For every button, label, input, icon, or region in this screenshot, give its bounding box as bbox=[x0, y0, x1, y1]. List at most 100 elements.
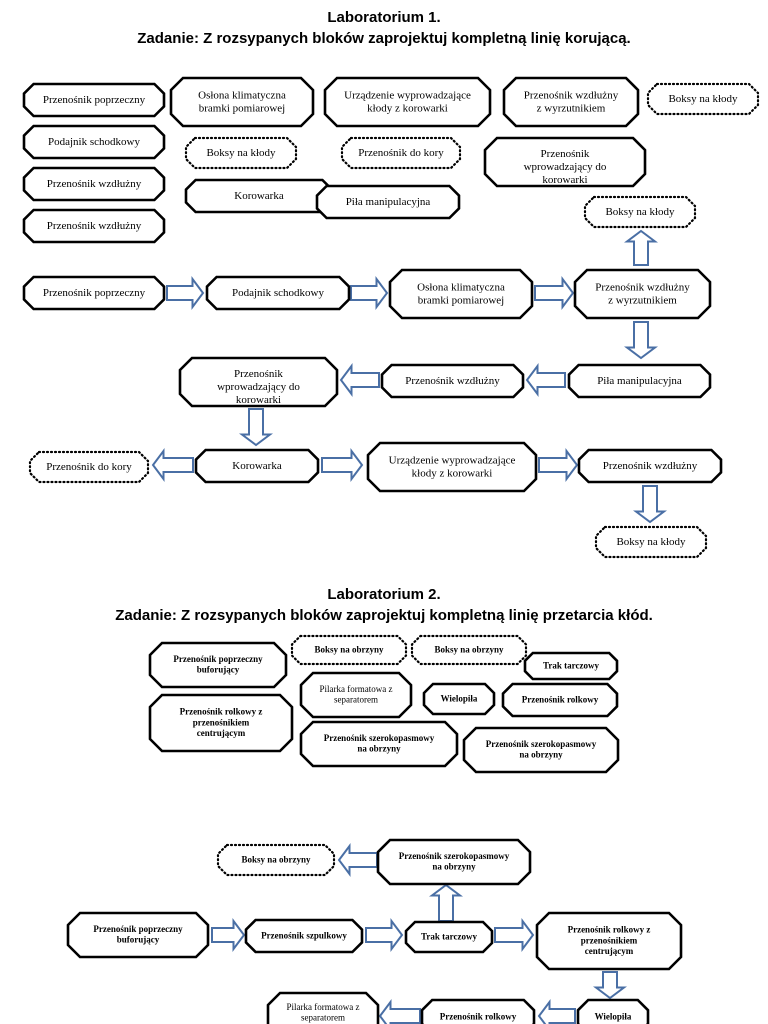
lab1-scattered-block[interactable]: Piła manipulacyjna bbox=[315, 184, 461, 220]
block-outline bbox=[66, 911, 210, 959]
flow-arrow-l bbox=[378, 999, 421, 1024]
block-label: Boksy na obrzyny bbox=[434, 644, 504, 654]
block-outline bbox=[184, 136, 298, 170]
lab1-scattered-block[interactable]: Boksy na kłody bbox=[583, 195, 697, 229]
block-outline bbox=[299, 671, 413, 719]
lab1-scattered-block[interactable]: Podajnik schodkowy bbox=[22, 124, 166, 160]
lab1-solution-block[interactable]: Piła manipulacyjna bbox=[567, 363, 712, 399]
block-outline bbox=[148, 641, 288, 689]
block-outline bbox=[376, 838, 532, 886]
block-outline bbox=[194, 448, 320, 484]
block-outline bbox=[323, 76, 492, 128]
block-outline bbox=[573, 268, 712, 320]
block-outline bbox=[366, 441, 538, 493]
block-outline bbox=[404, 920, 494, 954]
block-outline bbox=[205, 275, 351, 311]
flow-arrow-d bbox=[633, 485, 667, 524]
lab1-solution-block[interactable]: Przenośnik wzdłużny bbox=[380, 363, 525, 399]
block-outline bbox=[535, 911, 683, 971]
lab2-solution-block[interactable]: Przenośnik rolkowy bbox=[420, 998, 536, 1024]
block-outline bbox=[583, 195, 697, 229]
lab2-title: Laboratorium 2. bbox=[327, 586, 441, 603]
block-label: Korowarka bbox=[232, 460, 282, 472]
block-label: Przenośnik rolkowy bbox=[440, 1011, 517, 1021]
block-label: Piła manipulacyjna bbox=[597, 375, 682, 387]
lab1-solution-block[interactable]: Boksy na kłody bbox=[594, 525, 708, 559]
block-outline bbox=[22, 275, 166, 311]
block-label: Trak tarczowy bbox=[421, 931, 477, 941]
flow-arrow-l bbox=[537, 999, 576, 1024]
flow-arrow-r bbox=[350, 276, 389, 310]
lab1-scattered-block[interactable]: Korowarka bbox=[184, 178, 334, 214]
block-outline bbox=[422, 682, 496, 716]
lab2-scattered-block[interactable]: Przenośnik rolkowy bbox=[501, 682, 619, 718]
block-outline bbox=[148, 693, 294, 753]
lab1-scattered-block[interactable]: Przenośnik wzdłużny bbox=[22, 166, 166, 202]
lab2-solution-block[interactable]: Trak tarczowy bbox=[404, 920, 494, 954]
lab1-solution-block[interactable]: Przenośnik poprzeczny bbox=[22, 275, 166, 311]
lab1-scattered-block[interactable]: Przenośnik do kory bbox=[340, 136, 462, 170]
lab2-solution-block[interactable]: Boksy na obrzyny bbox=[216, 843, 336, 877]
lab1-scattered-block[interactable]: Przenośnik poprzeczny bbox=[22, 82, 166, 118]
lab1-scattered-block[interactable]: Boksy na kłody bbox=[184, 136, 298, 170]
block-outline bbox=[567, 363, 712, 399]
lab1-solution-block[interactable]: Przenośnik do kory bbox=[28, 450, 150, 484]
flow-arrow-d bbox=[624, 321, 658, 360]
block-outline bbox=[380, 363, 525, 399]
block-label: Przenośnik szpulkowy bbox=[261, 930, 347, 940]
lab1-solution-block[interactable]: Przenośnik wzdłużny bbox=[577, 448, 723, 484]
block-outline bbox=[501, 682, 619, 718]
lab1-solution-block[interactable]: Korowarka bbox=[194, 448, 320, 484]
lab2-solution-block[interactable]: Przenośnik szpulkowy bbox=[244, 918, 364, 954]
lab1-scattered-block[interactable]: Przenośnik wzdłużny bbox=[22, 208, 166, 244]
block-label: Podajnik schodkowy bbox=[48, 136, 140, 148]
block-label: Przenośnik rolkowy bbox=[522, 694, 599, 704]
lab2-solution-block[interactable]: Wielopiła bbox=[576, 998, 650, 1024]
block-label: Przenośnik poprzeczny bbox=[43, 287, 146, 299]
lab2-scattered-block[interactable]: Boksy na obrzyny bbox=[290, 634, 408, 666]
lab1-solution-block[interactable]: Podajnik schodkowy bbox=[205, 275, 351, 311]
flow-arrow-l bbox=[339, 363, 380, 397]
block-label: Przenośnik do kory bbox=[358, 147, 444, 159]
lab2-scattered-block[interactable]: Trak tarczowy bbox=[523, 651, 619, 681]
lab2-scattered-block[interactable]: Boksy na obrzyny bbox=[410, 634, 528, 666]
block-label: Boksy na kłody bbox=[605, 206, 675, 218]
block-label: Przenośnik poprzeczny bbox=[43, 94, 146, 106]
block-outline bbox=[299, 720, 459, 768]
block-label: Przenośnik wzdłużny bbox=[47, 220, 142, 232]
block-outline bbox=[594, 525, 708, 559]
block-label: Przenośnik wzdłużny bbox=[603, 460, 698, 472]
lab1-scattered-block[interactable]: Boksy na kłody bbox=[646, 82, 760, 116]
flow-arrow-r bbox=[534, 276, 575, 310]
block-outline bbox=[22, 124, 166, 160]
lab2-scattered-block[interactable]: Wielopiła bbox=[422, 682, 496, 716]
